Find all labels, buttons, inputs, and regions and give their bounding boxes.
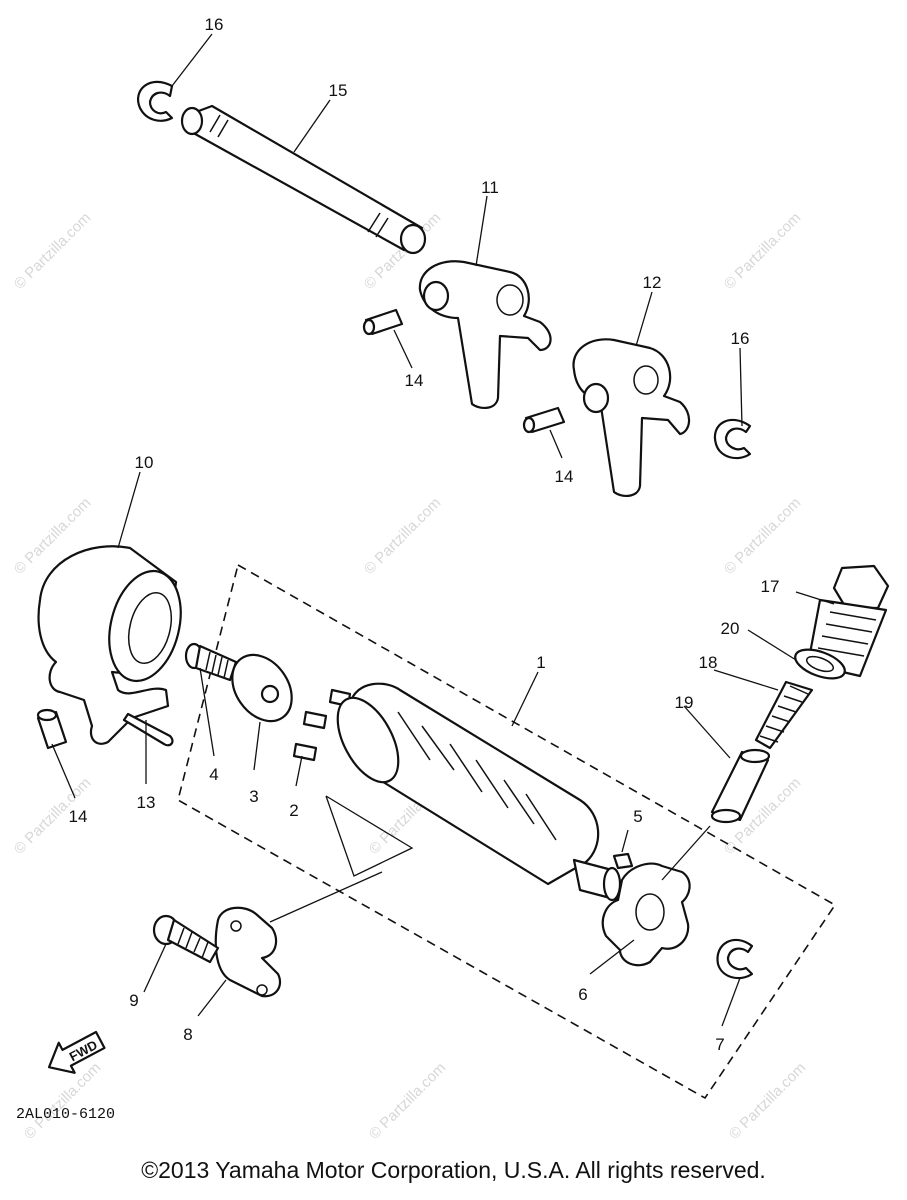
- leader-lines: [51, 33, 835, 1027]
- watermark: © Partzilla.com: [721, 494, 804, 577]
- callout-11: 11: [481, 178, 499, 197]
- callout-19: 19: [675, 693, 694, 712]
- spring-18: [754, 680, 814, 750]
- cotter-pin: [122, 712, 174, 747]
- watermark: © Partzilla.com: [361, 494, 444, 577]
- pin-5: [612, 852, 634, 870]
- callout-15: 15: [329, 81, 348, 100]
- circlip-top: [137, 80, 174, 122]
- callout-16-top: 16: [205, 15, 224, 34]
- callout-12: 12: [643, 273, 662, 292]
- callout-3: 3: [249, 787, 258, 806]
- shift-fork-11: [418, 260, 552, 410]
- callout-7: 7: [715, 1035, 724, 1054]
- shift-fork-12: [572, 338, 691, 498]
- callout-8: 8: [183, 1025, 192, 1044]
- circlip-7: [716, 938, 754, 980]
- callout-16-right: 16: [731, 329, 750, 348]
- drawing-code: 2AL010-6120: [16, 1106, 115, 1123]
- callout-13: 13: [137, 793, 156, 812]
- plate-8: [214, 906, 282, 998]
- watermark: © Partzilla.com: [21, 1059, 104, 1142]
- callout-2: 2: [289, 801, 298, 820]
- callout-18: 18: [699, 653, 718, 672]
- callout-6: 6: [578, 985, 587, 1004]
- callout-14-upper: 14: [405, 371, 424, 390]
- shift-fork-shaft: [180, 104, 427, 255]
- shift-cam-drum: [336, 682, 622, 902]
- callout-20: 20: [721, 619, 740, 638]
- stopper-plate-3: [231, 653, 293, 723]
- sleeve-19: [710, 748, 771, 824]
- circlip-right: [713, 418, 752, 460]
- callout-14-lower: 14: [69, 807, 88, 826]
- shift-fork-10: [37, 545, 182, 745]
- bolt-4: [184, 642, 238, 682]
- callout-1: 1: [536, 653, 545, 672]
- dowel-pin-upper-left: [362, 308, 404, 336]
- callout-5: 5: [633, 807, 642, 826]
- dowel-pin-upper-right: [522, 406, 566, 434]
- segment-6: [601, 862, 691, 967]
- callouts: 16 15 11 12 14 16 14 10 17 20 1 18 19 14…: [69, 15, 780, 1054]
- callout-17: 17: [761, 577, 780, 596]
- assembly-boundary: [177, 563, 837, 1100]
- pins-2: [292, 688, 352, 762]
- dowel-pin-lower: [36, 708, 68, 750]
- watermark: © Partzilla.com: [366, 1059, 449, 1142]
- watermark: © Partzilla.com: [721, 209, 804, 292]
- callout-10: 10: [135, 453, 154, 472]
- callout-14-mid: 14: [555, 467, 574, 486]
- bolt-9: [152, 914, 220, 964]
- callout-9: 9: [129, 991, 138, 1010]
- gasket-20: [794, 648, 846, 680]
- watermark: © Partzilla.com: [726, 1059, 809, 1142]
- watermark: © Partzilla.com: [11, 209, 94, 292]
- callout-4: 4: [209, 765, 218, 784]
- copyright-notice: ©2013 Yamaha Motor Corporation, U.S.A. A…: [141, 1157, 766, 1183]
